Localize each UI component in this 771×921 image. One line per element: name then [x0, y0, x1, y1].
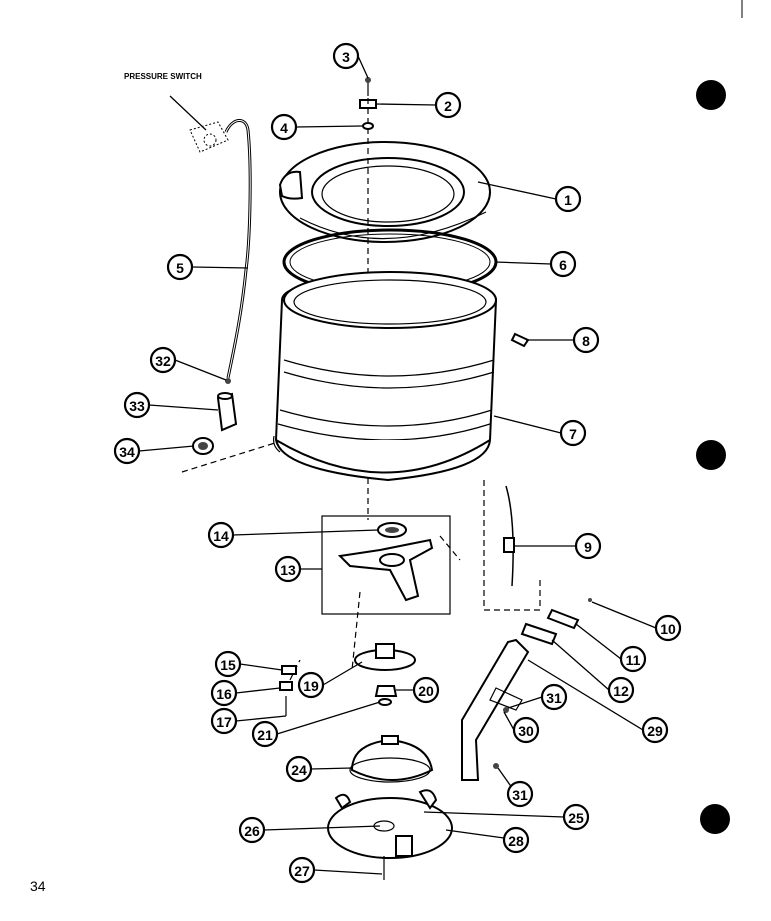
callout-25: 25	[562, 803, 590, 831]
svg-text:33: 33	[129, 398, 145, 414]
part-outer-tub-7	[273, 271, 498, 482]
callout-1: 1	[554, 185, 582, 213]
callout-21: 21	[251, 720, 279, 748]
callout-11: 11	[619, 645, 647, 673]
svg-text:21: 21	[257, 727, 273, 743]
svg-text:24: 24	[291, 762, 307, 778]
callout-20: 20	[412, 676, 440, 704]
svg-text:10: 10	[660, 621, 676, 637]
pressure-switch-part	[189, 121, 229, 153]
leader-lines	[138, 55, 657, 875]
svg-text:8: 8	[582, 333, 590, 349]
callout-12: 12	[607, 676, 635, 704]
callout-4: 4	[270, 113, 298, 141]
callout-14: 14	[207, 521, 235, 549]
svg-text:26: 26	[244, 823, 260, 839]
part-air-dome-33	[216, 392, 238, 432]
pressure-hose-5	[224, 119, 252, 379]
callout-29: 29	[641, 716, 669, 744]
part-plate-12	[520, 622, 558, 646]
svg-text:1: 1	[564, 192, 572, 208]
svg-text:14: 14	[213, 528, 229, 544]
callout-31-upper: 31	[540, 683, 568, 711]
assembly-box-13	[321, 515, 451, 615]
svg-text:11: 11	[626, 652, 641, 668]
callout-26: 26	[238, 816, 266, 844]
svg-text:20: 20	[418, 683, 434, 699]
part-nozzle-8	[510, 332, 530, 348]
svg-text:5: 5	[176, 260, 184, 276]
binder-hole-top	[696, 80, 726, 110]
callout-5: 5	[166, 253, 194, 281]
part-small-15-16-17	[279, 665, 297, 716]
callout-30: 30	[512, 716, 540, 744]
part-screw-3	[365, 77, 371, 96]
part-screw-10	[588, 598, 592, 602]
svg-text:3: 3	[342, 49, 350, 65]
svg-text:31: 31	[546, 690, 562, 706]
svg-text:32: 32	[155, 353, 171, 369]
part-spider-13	[337, 538, 434, 602]
callout-31-lower: 31	[506, 780, 534, 808]
part-bracket-29	[461, 638, 530, 781]
svg-text:34: 34	[119, 444, 135, 460]
svg-text:15: 15	[220, 657, 236, 673]
binder-hole-middle	[696, 440, 726, 470]
callout-9: 9	[574, 532, 602, 560]
callout-6: 6	[549, 250, 577, 278]
svg-text:4: 4	[280, 120, 288, 136]
callout-16: 16	[210, 679, 238, 707]
svg-text:17: 17	[216, 714, 232, 730]
callout-7: 7	[559, 419, 587, 447]
callout-3: 3	[332, 42, 360, 70]
callout-17: 17	[210, 707, 238, 735]
svg-text:9: 9	[584, 539, 592, 555]
part-cover-24	[349, 735, 434, 783]
svg-text:16: 16	[216, 686, 232, 702]
svg-text:19: 19	[303, 678, 319, 694]
binder-hole-bottom	[700, 804, 730, 834]
svg-text:2: 2	[444, 98, 452, 114]
part-plate-11	[546, 608, 580, 630]
pressure-switch-label: PRESSURE SWITCH	[124, 72, 202, 81]
callout-2: 2	[434, 91, 462, 119]
part-grommet-34	[192, 437, 214, 455]
callout-19: 19	[297, 671, 325, 699]
callout-10: 10	[654, 614, 682, 642]
svg-text:27: 27	[294, 863, 310, 879]
callout-27: 27	[288, 856, 316, 884]
callout-13: 13	[274, 555, 302, 583]
callout-24: 24	[285, 755, 313, 783]
svg-text:7: 7	[569, 426, 577, 442]
callout-33: 33	[123, 391, 151, 419]
callout-34: 34	[113, 437, 141, 465]
svg-text:30: 30	[518, 723, 534, 739]
svg-text:13: 13	[280, 562, 296, 578]
part-nut-20	[374, 685, 398, 697]
svg-text:29: 29	[647, 723, 663, 739]
part-seal-14	[377, 522, 407, 538]
callout-15: 15	[214, 650, 242, 678]
svg-text:6: 6	[559, 257, 567, 273]
part-base-28	[327, 789, 453, 859]
part-washer-21	[378, 698, 392, 706]
page-number: 34	[30, 878, 46, 894]
part-harness-9	[503, 485, 515, 587]
callout-8: 8	[572, 326, 600, 354]
svg-text:31: 31	[512, 787, 528, 803]
svg-text:12: 12	[613, 683, 629, 699]
callout-28: 28	[502, 826, 530, 854]
svg-text:25: 25	[568, 810, 584, 826]
part-tub-cover-1	[278, 141, 491, 243]
part-screws-30-31	[493, 707, 509, 769]
part-hub-19	[354, 643, 416, 671]
callout-32: 32	[149, 346, 177, 374]
part-clamp-32	[225, 378, 231, 384]
svg-text:28: 28	[508, 833, 524, 849]
